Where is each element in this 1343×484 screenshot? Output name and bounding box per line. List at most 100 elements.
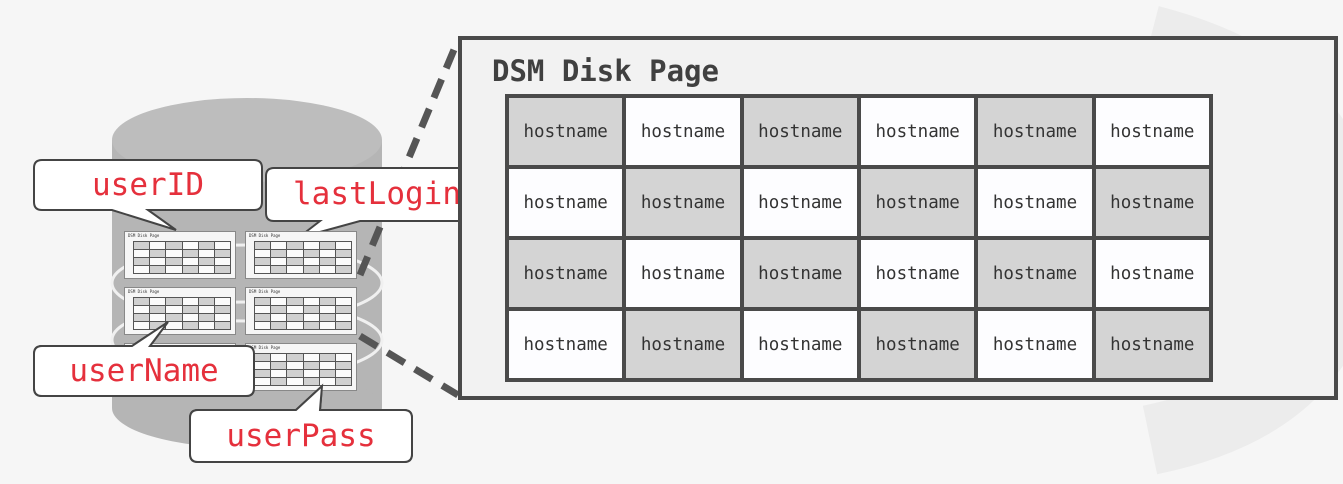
mini-grid-cell (166, 314, 182, 321)
mini-grid-cell (182, 314, 198, 321)
mini-page-title: DSM Disk Page (249, 233, 281, 238)
mini-grid-cell (150, 242, 166, 249)
grid-cell: hostname (978, 169, 1092, 236)
mini-grid-cell (319, 250, 335, 257)
callout-user-pass: userPass (226, 418, 376, 454)
mini-grid-cell (134, 258, 150, 265)
mini-grid-cell (255, 242, 271, 249)
mini-grid-cell (214, 298, 230, 305)
grid-cell: hostname (509, 169, 623, 236)
grid-cell: hostname (509, 311, 623, 378)
mini-page-grid (254, 353, 352, 386)
mini-grid-cell (287, 266, 303, 273)
mini-grid-cell (271, 314, 287, 321)
mini-grid-cell (255, 370, 271, 377)
grid-cell: hostname (743, 169, 857, 236)
mini-grid-cell (255, 266, 271, 273)
mini-grid-cell (166, 242, 182, 249)
mini-grid-cell (303, 258, 319, 265)
mini-grid-cell (271, 258, 287, 265)
mini-grid-cell (287, 250, 303, 257)
mini-grid-cell (319, 322, 335, 329)
mini-grid-cell (335, 266, 351, 273)
mini-grid-cell (255, 378, 271, 385)
mini-grid-cell (271, 266, 287, 273)
mini-grid-cell (303, 242, 319, 249)
grid-cell: hostname (978, 311, 1092, 378)
mini-grid-cell (134, 306, 150, 313)
mini-grid-cell (150, 314, 166, 321)
mini-grid-cell (166, 266, 182, 273)
mini-grid-cell (150, 306, 166, 313)
callout-user-id: userID (92, 167, 204, 203)
mini-grid-cell (335, 314, 351, 321)
mini-grid-cell (198, 314, 214, 321)
callout-last-login: lastLogin (293, 176, 461, 212)
mini-grid-cell (255, 354, 271, 361)
mini-page-6: DSM Disk Page (245, 343, 357, 391)
mini-grid-cell (271, 378, 287, 385)
mini-grid-cell (182, 250, 198, 257)
mini-grid-cell (287, 322, 303, 329)
mini-grid-cell (335, 242, 351, 249)
grid-cell: hostname (626, 311, 740, 378)
mini-page-grid (254, 241, 352, 274)
mini-grid-cell (271, 298, 287, 305)
mini-grid-cell (255, 250, 271, 257)
mini-grid-cell (303, 314, 319, 321)
grid-cell: hostname (1095, 240, 1209, 307)
mini-grid-cell (335, 362, 351, 369)
mini-grid-cell (271, 354, 287, 361)
mini-grid-cell (287, 370, 303, 377)
mini-grid-cell (150, 250, 166, 257)
mini-grid-cell (303, 370, 319, 377)
mini-grid-cell (335, 322, 351, 329)
mini-grid-cell (134, 314, 150, 321)
mini-grid-cell (182, 242, 198, 249)
mini-grid-cell (134, 322, 150, 329)
mini-grid-cell (255, 258, 271, 265)
mini-grid-cell (166, 298, 182, 305)
mini-grid-cell (134, 266, 150, 273)
mini-page-grid (133, 241, 231, 274)
mini-grid-cell (214, 258, 230, 265)
mini-grid-cell (303, 298, 319, 305)
grid-cell: hostname (626, 240, 740, 307)
grid-cell: hostname (978, 240, 1092, 307)
mini-grid-cell (182, 258, 198, 265)
mini-grid-cell (198, 250, 214, 257)
mini-grid-cell (166, 306, 182, 313)
grid-cell: hostname (626, 169, 740, 236)
mini-grid-cell (335, 354, 351, 361)
mini-page-title: DSM Disk Page (249, 289, 281, 294)
mini-grid-cell (214, 266, 230, 273)
mini-grid-cell (303, 362, 319, 369)
mini-grid-cell (150, 322, 166, 329)
mini-grid-cell (271, 306, 287, 313)
mini-grid-cell (255, 322, 271, 329)
mini-grid-cell (182, 298, 198, 305)
grid-cell: hostname (1095, 311, 1209, 378)
mini-grid-cell (319, 378, 335, 385)
mini-grid-cell (166, 322, 182, 329)
page-title: DSM Disk Page (492, 54, 719, 88)
mini-grid-cell (214, 242, 230, 249)
mini-grid-cell (198, 266, 214, 273)
grid-cell: hostname (743, 98, 857, 165)
grid-cell: hostname (861, 311, 975, 378)
mini-grid-cell (198, 242, 214, 249)
mini-grid-cell (166, 250, 182, 257)
grid-cell: hostname (626, 98, 740, 165)
mini-grid-cell (303, 306, 319, 313)
mini-grid-cell (303, 322, 319, 329)
grid-cell: hostname (861, 240, 975, 307)
mini-page-grid (254, 297, 352, 330)
mini-grid-cell (319, 354, 335, 361)
mini-grid-cell (255, 314, 271, 321)
mini-grid-cell (271, 370, 287, 377)
mini-grid-cell (255, 362, 271, 369)
mini-grid-cell (319, 298, 335, 305)
mini-grid-cell (335, 298, 351, 305)
mini-page-3: DSM Disk Page (124, 287, 236, 335)
